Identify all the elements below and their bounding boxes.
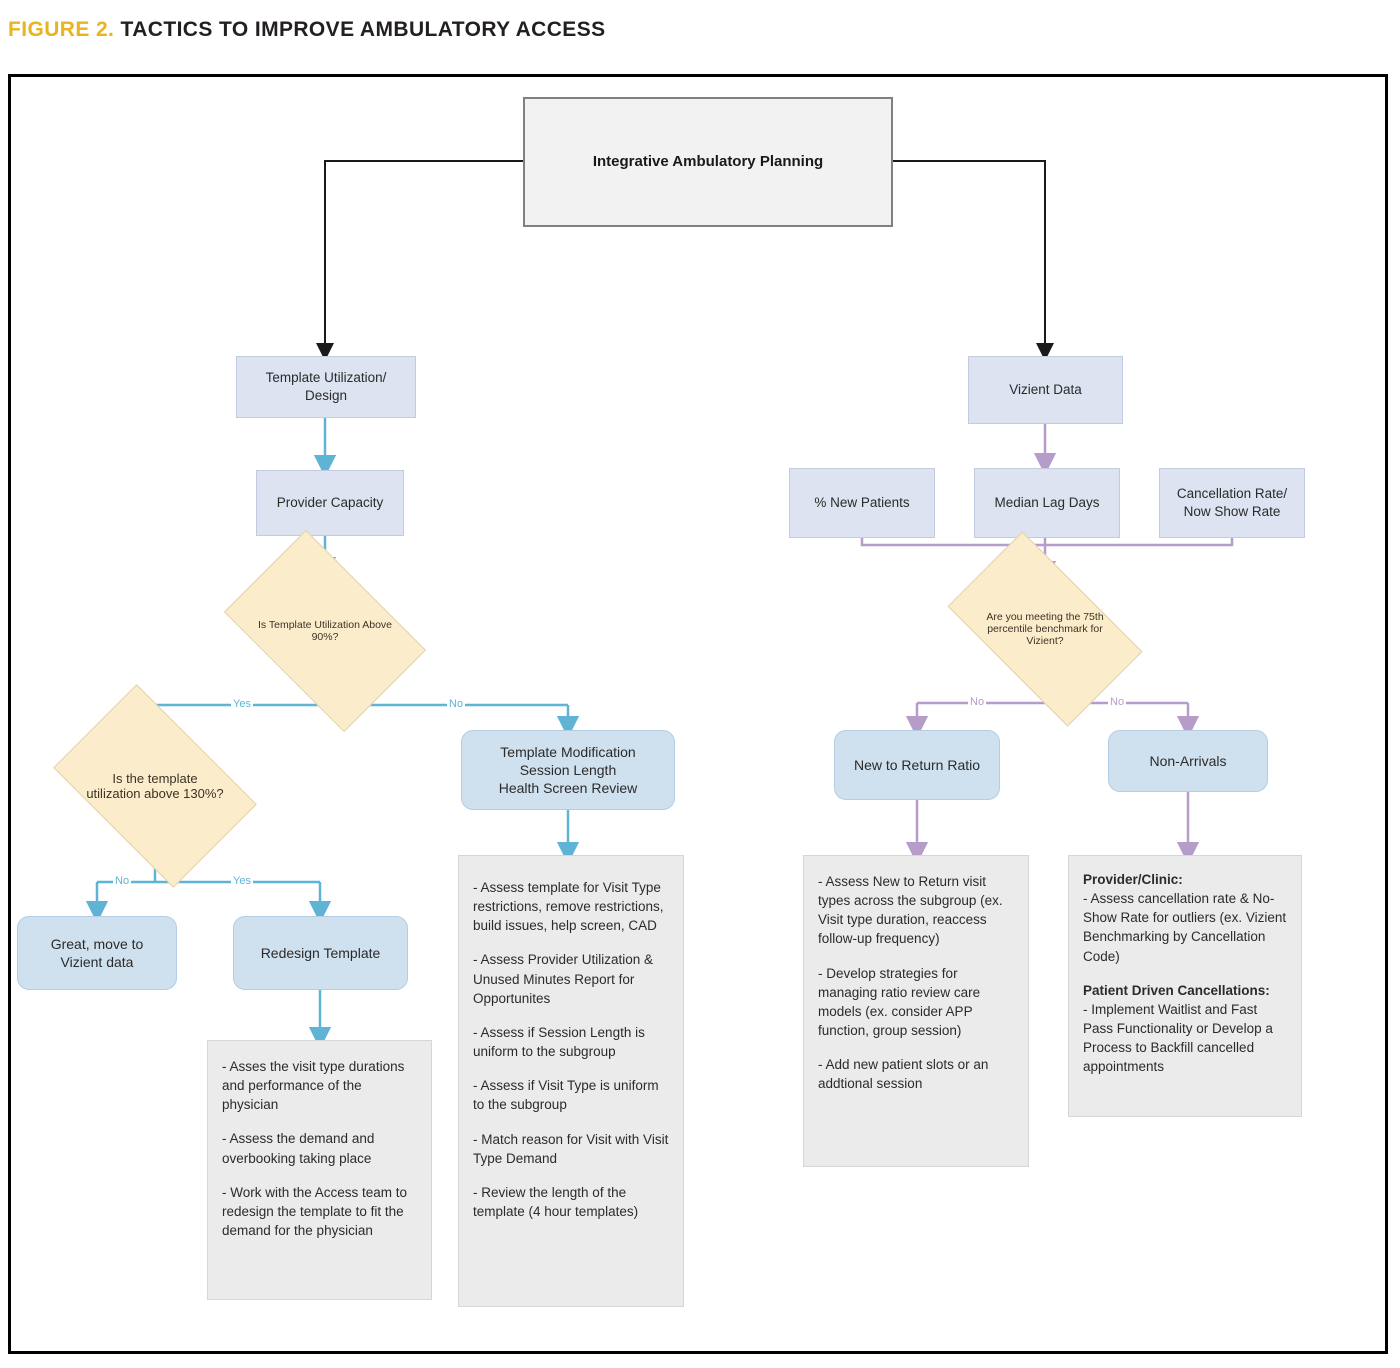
panel-item: - Assess Provider Utilization & Unused M… [473, 952, 654, 1006]
panel-item: - Work with the Access team to redesign … [222, 1184, 408, 1239]
node-label: Non-Arrivals [1149, 752, 1227, 769]
node-label: Are you meeting the 75th percentile benc… [986, 611, 1104, 647]
panel-item: - Assess if Visit Type is uniform to the… [473, 1078, 659, 1113]
node-label: Provider Capacity [276, 495, 384, 511]
edge-label-util90-no: No [447, 698, 466, 710]
panel-item: - Review the length of the template (4 h… [473, 1184, 639, 1220]
node-label: Template Utilization/ Design [265, 370, 387, 403]
node-template-utilization-design[interactable]: Template Utilization/ Design [236, 356, 416, 418]
node-median-lag-days[interactable]: Median Lag Days [974, 468, 1120, 538]
node-label: Is the template utilization above 130%? [86, 771, 224, 801]
panel-new-to-return-details: - Assess New to Return visit types acros… [803, 855, 1029, 1167]
node-cancellation-rate-now-show-rate[interactable]: Cancellation Rate/ Now Show Rate [1159, 468, 1305, 538]
node-label: Redesign Template [260, 944, 381, 961]
node-label: Is Template Utilization Above 90%? [257, 619, 393, 643]
edge-label-benchmark-no-right: No [1108, 696, 1127, 708]
node-label: Integrative Ambulatory Planning [592, 153, 824, 171]
node-label: Template Modification Session Length Hea… [498, 743, 638, 797]
node-redesign-template[interactable]: Redesign Template [233, 916, 408, 990]
panel-item: - Assess cancellation rate & No- Show Ra… [1083, 891, 1287, 964]
figure-title-text: TACTICS TO IMPROVE AMBULATORY ACCESS [120, 18, 606, 41]
panel-template-modification-details: - Assess template for Visit Type restric… [458, 855, 684, 1307]
node-pct-new-patients[interactable]: % New Patients [789, 468, 935, 538]
edge-label-util130-yes: Yes [231, 875, 253, 887]
panel-non-arrivals-details: Provider/Clinic: - Assess cancellation r… [1068, 855, 1302, 1117]
figure-number: FIGURE 2. [8, 18, 115, 41]
node-label: Vizient Data [1009, 382, 1082, 398]
panel-item: - Add new patient slots or an addtional … [818, 1057, 989, 1092]
figure-title: FIGURE 2. TACTICS TO IMPROVE AMBULATORY … [8, 18, 606, 42]
panel-heading: Provider/Clinic: [1083, 872, 1183, 887]
edge-label-util90-yes: Yes [231, 698, 253, 710]
panel-item: - Assess if Session Length is uniform to… [473, 1024, 645, 1060]
panel-item: - Develop strategies for managing ratio … [818, 965, 981, 1039]
decision-is-template-utilization-above-90[interactable]: Is Template Utilization Above 90%? [223, 529, 427, 733]
panel-item: - Asses the visit type durations and per… [222, 1059, 405, 1113]
node-label: Cancellation Rate/ Now Show Rate [1176, 486, 1288, 519]
node-non-arrivals[interactable]: Non-Arrivals [1108, 730, 1268, 792]
node-vizient-data[interactable]: Vizient Data [968, 356, 1123, 424]
panel-redesign-details: - Asses the visit type durations and per… [207, 1040, 432, 1300]
node-label: % New Patients [814, 495, 910, 511]
node-label: New to Return Ratio [853, 756, 981, 773]
node-new-to-return-ratio[interactable]: New to Return Ratio [834, 730, 1000, 800]
panel-item: - Assess the demand and overbooking taki… [222, 1131, 375, 1166]
panel-item: - Assess template for Visit Type restric… [473, 880, 664, 934]
panel-item: - Match reason for Visit with Visit Type… [473, 1131, 669, 1166]
node-integrative-ambulatory-planning[interactable]: Integrative Ambulatory Planning [523, 97, 893, 227]
panel-item: - Implement Waitlist and Fast Pass Funct… [1083, 1001, 1273, 1075]
node-template-modification[interactable]: Template Modification Session Length Hea… [461, 730, 675, 810]
decision-is-template-utilization-above-130[interactable]: Is the template utilization above 130%? [53, 684, 257, 888]
edge-label-benchmark-no-left: No [968, 696, 987, 708]
edge-label-util130-no: No [113, 875, 132, 887]
node-great-move-to-vizient-data[interactable]: Great, move to Vizient data [17, 916, 177, 990]
node-label: Great, move to Vizient data [50, 935, 144, 970]
panel-heading: Patient Driven Cancellations: [1083, 982, 1270, 998]
node-label: Median Lag Days [994, 495, 1100, 511]
panel-item: - Assess New to Return visit types acros… [818, 874, 1003, 947]
node-provider-capacity[interactable]: Provider Capacity [256, 470, 404, 536]
decision-meeting-75th-percentile-benchmark[interactable]: Are you meeting the 75th percentile benc… [947, 531, 1143, 727]
